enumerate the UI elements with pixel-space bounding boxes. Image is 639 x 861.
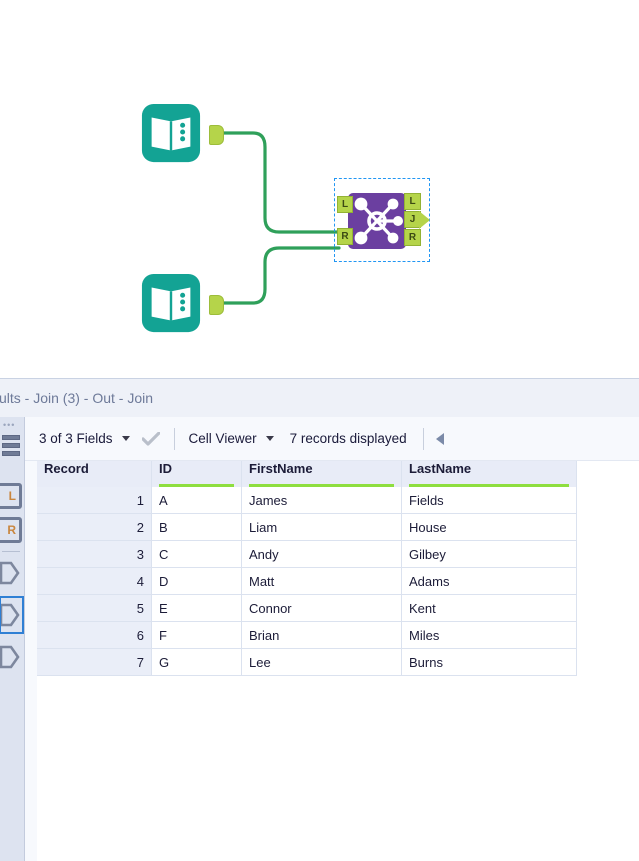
cell-last[interactable]: Kent bbox=[402, 595, 577, 622]
cell-viewer-label: Cell Viewer bbox=[188, 431, 257, 446]
cell-first[interactable]: James bbox=[242, 487, 402, 514]
records-displayed-label: 7 records displayed bbox=[289, 431, 407, 446]
string-type-indicator bbox=[159, 484, 234, 487]
chevron-output-icon bbox=[0, 645, 20, 669]
cell-last[interactable]: Gilbey bbox=[402, 541, 577, 568]
results-toolbar[interactable]: 3 of 3 Fields Cell Viewer 7 records disp… bbox=[25, 417, 639, 461]
cell-id[interactable]: E bbox=[152, 595, 242, 622]
connection-lines bbox=[220, 131, 341, 305]
results-data-grid: Record ID FirstNa bbox=[37, 461, 577, 676]
chevron-output-icon bbox=[0, 603, 20, 627]
cell-id[interactable]: C bbox=[152, 541, 242, 568]
toolbar-separator bbox=[173, 427, 175, 450]
anchor-output-right[interactable] bbox=[0, 641, 21, 673]
table-header-row: Record ID FirstNa bbox=[37, 461, 577, 487]
results-panel: sults - Join (3) - Out - Join ••• L R bbox=[0, 378, 639, 861]
results-titlebar[interactable]: sults - Join (3) - Out - Join bbox=[0, 379, 639, 417]
cell-record[interactable]: 1 bbox=[37, 487, 152, 514]
cell-first[interactable]: Matt bbox=[242, 568, 402, 595]
join-output-anchor-right[interactable]: R bbox=[404, 229, 421, 246]
column-header-label: ID bbox=[159, 461, 172, 476]
chevron-down-icon[interactable] bbox=[265, 436, 274, 441]
cell-last[interactable]: Miles bbox=[402, 622, 577, 649]
column-header-label: Record bbox=[44, 461, 89, 476]
workflow-canvas[interactable]: L R L J R bbox=[0, 0, 639, 378]
toolbar-separator bbox=[422, 427, 424, 450]
column-header-firstname[interactable]: FirstName bbox=[242, 461, 402, 487]
cell-first[interactable]: Liam bbox=[242, 514, 402, 541]
cell-last[interactable]: Adams bbox=[402, 568, 577, 595]
cell-record[interactable]: 5 bbox=[37, 595, 152, 622]
join-tool-body bbox=[348, 193, 406, 249]
anchor-output-left[interactable] bbox=[0, 557, 21, 589]
join-tool[interactable]: L R L J R bbox=[334, 178, 430, 262]
results-grid-container[interactable]: Record ID FirstNa bbox=[37, 461, 639, 861]
results-title: sults - Join (3) - Out - Join bbox=[0, 390, 154, 406]
anchor-output-join-selected-outline bbox=[0, 596, 24, 634]
list-view-icon[interactable] bbox=[0, 433, 22, 463]
cell-first[interactable]: Andy bbox=[242, 541, 402, 568]
join-output-anchor-left[interactable]: L bbox=[404, 193, 421, 210]
cell-id[interactable]: A bbox=[152, 487, 242, 514]
join-input-anchor-right[interactable]: R bbox=[337, 228, 353, 245]
input-data-tool-1[interactable] bbox=[140, 102, 224, 169]
chevron-down-icon[interactable] bbox=[121, 436, 130, 441]
string-type-indicator bbox=[249, 484, 394, 487]
anchor-output-join[interactable] bbox=[0, 599, 21, 631]
anchor-sidebar[interactable]: ••• L R bbox=[0, 417, 25, 861]
cell-record[interactable]: 7 bbox=[37, 649, 152, 676]
chevron-output-icon bbox=[0, 561, 20, 585]
checkmark-icon[interactable] bbox=[141, 431, 160, 446]
cell-viewer-selector[interactable]: Cell Viewer bbox=[189, 431, 274, 446]
cell-first[interactable]: Connor bbox=[242, 595, 402, 622]
column-header-lastname[interactable]: LastName bbox=[402, 461, 577, 487]
cell-record[interactable]: 4 bbox=[37, 568, 152, 595]
cell-last[interactable]: Burns bbox=[402, 649, 577, 676]
fields-label: 3 of 3 Fields bbox=[39, 431, 113, 446]
cell-id[interactable]: D bbox=[152, 568, 242, 595]
column-header-id[interactable]: ID bbox=[152, 461, 242, 487]
column-header-record[interactable]: Record bbox=[37, 461, 152, 487]
cell-last[interactable]: Fields bbox=[402, 487, 577, 514]
join-output-arrow-icon bbox=[419, 211, 430, 229]
column-header-label: LastName bbox=[409, 461, 472, 476]
string-type-indicator bbox=[409, 484, 569, 487]
cell-first[interactable]: Brian bbox=[242, 622, 402, 649]
input-data-tool-2[interactable] bbox=[140, 272, 224, 339]
join-network-icon bbox=[354, 197, 403, 245]
input-1-output-anchor[interactable] bbox=[209, 125, 224, 145]
column-header-label: FirstName bbox=[249, 461, 313, 476]
drag-dots-icon[interactable]: ••• bbox=[3, 420, 16, 430]
cell-record[interactable]: 6 bbox=[37, 622, 152, 649]
cell-id[interactable]: B bbox=[152, 514, 242, 541]
input-2-output-anchor[interactable] bbox=[209, 295, 224, 315]
nav-arrow-icon[interactable] bbox=[435, 432, 444, 445]
sidebar-divider bbox=[2, 551, 20, 552]
join-input-anchor-left[interactable]: L bbox=[337, 196, 353, 213]
cell-last[interactable]: House bbox=[402, 514, 577, 541]
cell-first[interactable]: Lee bbox=[242, 649, 402, 676]
anchor-input-left[interactable]: L bbox=[0, 483, 22, 509]
cell-id[interactable]: G bbox=[152, 649, 242, 676]
fields-selector[interactable]: 3 of 3 Fields bbox=[39, 431, 130, 446]
book-input-icon bbox=[141, 103, 201, 163]
cell-record[interactable]: 2 bbox=[37, 514, 152, 541]
cell-record[interactable]: 3 bbox=[37, 541, 152, 568]
cell-id[interactable]: F bbox=[152, 622, 242, 649]
book-input-icon bbox=[141, 273, 201, 333]
anchor-input-right[interactable]: R bbox=[0, 517, 22, 543]
